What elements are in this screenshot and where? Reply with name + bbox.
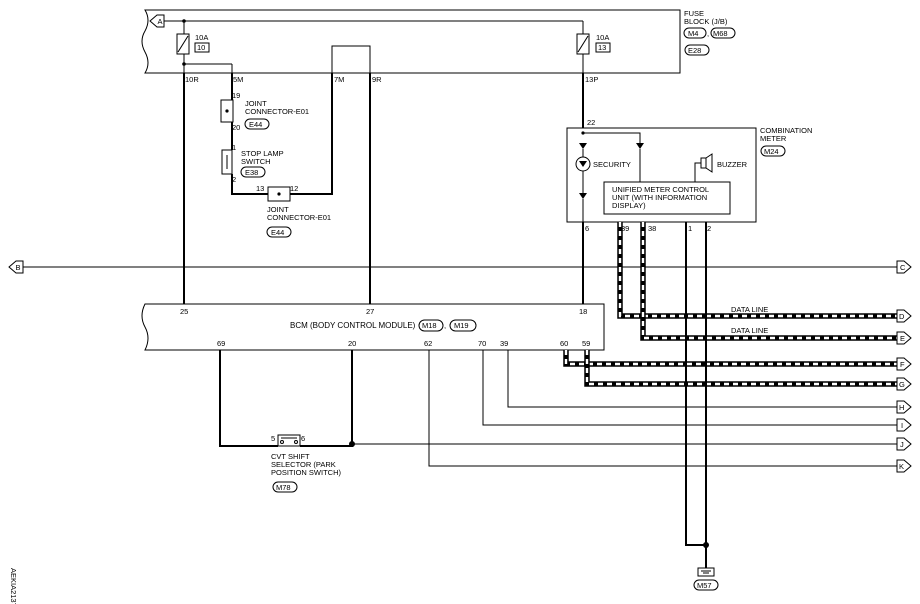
ground-icon [697, 567, 715, 577]
security-label: SECURITY [593, 160, 631, 169]
terminal-b-label: B [16, 263, 21, 272]
pin-s5: 5 [271, 434, 275, 443]
fuse-conn-e28: E28 [688, 46, 701, 55]
terminal-f-marker [896, 357, 912, 371]
pin-1-meter: 1 [688, 224, 692, 233]
terminal-a-label: A [158, 17, 163, 26]
terminal-e-marker [896, 331, 912, 345]
terminal-c-label: C [900, 263, 906, 272]
pin-2-meter: 2 [707, 224, 711, 233]
fuse1-number: 10 [197, 43, 205, 52]
terminal-g-label: G [899, 380, 905, 389]
bcm-label: BCM (BODY CONTROL MODULE) [290, 321, 416, 330]
pin-5m: 5M [233, 75, 243, 84]
bcm-conn-m19: M19 [454, 321, 469, 330]
terminal-d-label: D [899, 312, 905, 321]
park-position-switch-icon [277, 434, 301, 447]
fuse-conn-m4: M4 [688, 29, 698, 38]
terminal-h-marker [896, 400, 912, 414]
terminal-f-label: F [900, 360, 905, 369]
bcm-conn-m18: M18 [422, 321, 437, 330]
data-line-e-label: DATA LINE [731, 326, 768, 335]
fuse-conn-m68: M68 [713, 29, 728, 38]
fuse-block: A 10A 10 10A 13 10R 5M 7M 9R 13P FUSE B [141, 9, 736, 84]
terminal-h-label: H [899, 403, 904, 412]
ground-conn: M57 [697, 581, 712, 590]
pin-b69: 69 [217, 339, 225, 348]
terminal-g-marker [896, 377, 912, 391]
joint1-conn: E44 [249, 120, 262, 129]
pin-2: 2 [232, 175, 236, 184]
pin-13p: 13P [585, 75, 598, 84]
buzzer-icon [700, 157, 707, 169]
terminal-c-marker [896, 260, 912, 274]
fuse2-rating: 10A [596, 33, 609, 42]
terminal-i-label: I [901, 421, 903, 430]
pin-b18: 18 [579, 307, 587, 316]
pin-10r: 10R [185, 75, 199, 84]
terminal-j-marker [896, 437, 912, 451]
cvt-conn: M78 [276, 483, 291, 492]
pin-b25: 25 [180, 307, 188, 316]
pin-b60: 60 [560, 339, 568, 348]
pin-b70: 70 [478, 339, 486, 348]
pin-b62: 62 [424, 339, 432, 348]
pin-13: 13 [256, 184, 264, 193]
pin-39-meter: 39 [621, 224, 629, 233]
meter-conn: M24 [764, 147, 779, 156]
bcm-conn-sep: , [444, 321, 446, 330]
pin-6: 6 [585, 224, 589, 233]
pin-7m: 7M [334, 75, 344, 84]
combination-meter: 22 SECURITY BUZZER UNIFIED METER CONTROL… [566, 73, 812, 233]
data-line-d-label: DATA LINE [731, 305, 768, 314]
pin-b39: 39 [500, 339, 508, 348]
pin-s6: 6 [301, 434, 305, 443]
pin-22: 22 [587, 118, 595, 127]
terminal-k-label: K [899, 462, 904, 471]
terminal-k-marker [896, 459, 912, 473]
figure-code: AEKIA2137GB [9, 568, 18, 604]
pin-19: 19 [232, 91, 240, 100]
pin-b27: 27 [366, 307, 374, 316]
pin-b20: 20 [348, 339, 356, 348]
unified-meter-control-unit [603, 181, 731, 215]
pin-12: 12 [290, 184, 298, 193]
pin-38: 38 [648, 224, 656, 233]
terminal-i-marker [896, 418, 912, 432]
fuse-conn-sep: , [707, 29, 709, 38]
pin-20: 20 [232, 123, 240, 132]
buzzer-label: BUZZER [717, 160, 748, 169]
fuse2-number: 13 [598, 43, 606, 52]
pin-b59: 59 [582, 339, 590, 348]
terminal-j-label: J [900, 440, 904, 449]
right-terminals: D E F G H I J K [896, 309, 912, 473]
bcm: 25 27 18 BCM (BODY CONTROL MODULE) M18 ,… [141, 303, 605, 351]
terminal-d-marker [896, 309, 912, 323]
stop-lamp-conn: E38 [245, 168, 258, 177]
pin-9r: 9R [372, 75, 382, 84]
joint2-conn: E44 [271, 228, 284, 237]
pin-1: 1 [232, 143, 236, 152]
fuse1-rating: 10A [195, 33, 208, 42]
fuse-block-title: FUSE BLOCK (J/B) [684, 9, 728, 26]
terminal-e-label: E [900, 334, 905, 343]
